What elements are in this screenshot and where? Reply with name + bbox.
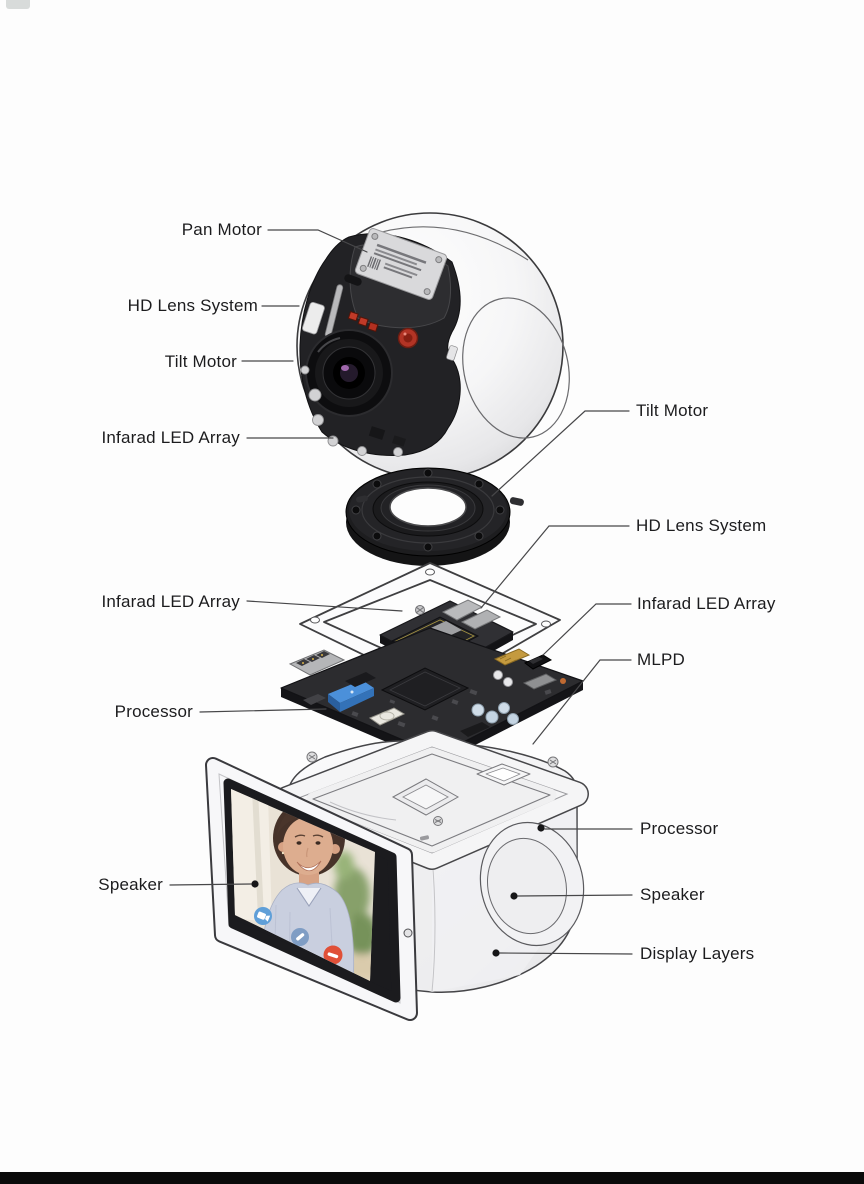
pcb-capacitors bbox=[471, 670, 519, 725]
label-processor-right: Processor bbox=[640, 819, 719, 838]
pcb-blue-component bbox=[328, 680, 374, 712]
label-hd-lens-left: HD Lens System bbox=[127, 296, 258, 315]
speaker-grille bbox=[479, 821, 585, 947]
tilt-bearing-ring bbox=[345, 467, 524, 566]
red-component bbox=[397, 327, 419, 349]
label-display-layers: Display Layers bbox=[640, 944, 755, 963]
display-panel bbox=[205, 757, 418, 1021]
camera-sphere-head bbox=[296, 212, 570, 480]
label-ir-array-right: Infarad LED Array bbox=[637, 594, 776, 613]
label-speaker-right: Speaker bbox=[640, 885, 705, 904]
base-screws bbox=[306, 751, 559, 826]
video-call-icon[interactable] bbox=[254, 907, 272, 925]
label-ir-array-left-2: Infarad LED Array bbox=[101, 592, 240, 611]
label-pan-motor: Pan Motor bbox=[181, 220, 262, 239]
call-icon[interactable] bbox=[291, 928, 309, 946]
sphere-label-plate bbox=[354, 228, 448, 300]
label-processor-left: Processor bbox=[114, 702, 193, 721]
label-mlpd: MLPD bbox=[637, 650, 686, 669]
label-tilt-motor-right: Tilt Motor bbox=[636, 401, 709, 420]
display-side-button bbox=[403, 928, 413, 938]
label-hd-lens-right: HD Lens System bbox=[636, 516, 767, 535]
corner-smudge bbox=[6, 0, 30, 9]
infrared-led-dots bbox=[347, 311, 379, 333]
label-speaker-left: Speaker bbox=[98, 875, 163, 894]
end-call-icon[interactable] bbox=[323, 945, 343, 965]
leader-dots bbox=[251, 824, 545, 957]
pcb-io-connector bbox=[288, 649, 346, 676]
label-ir-array-left-1: Infarad LED Array bbox=[101, 428, 240, 447]
bottom-letterbox-bar bbox=[0, 1172, 864, 1184]
camera-lens bbox=[305, 329, 393, 417]
leader-lines bbox=[169, 229, 633, 957]
label-tilt-motor-left: Tilt Motor bbox=[164, 352, 237, 371]
main-pcb bbox=[280, 627, 584, 764]
